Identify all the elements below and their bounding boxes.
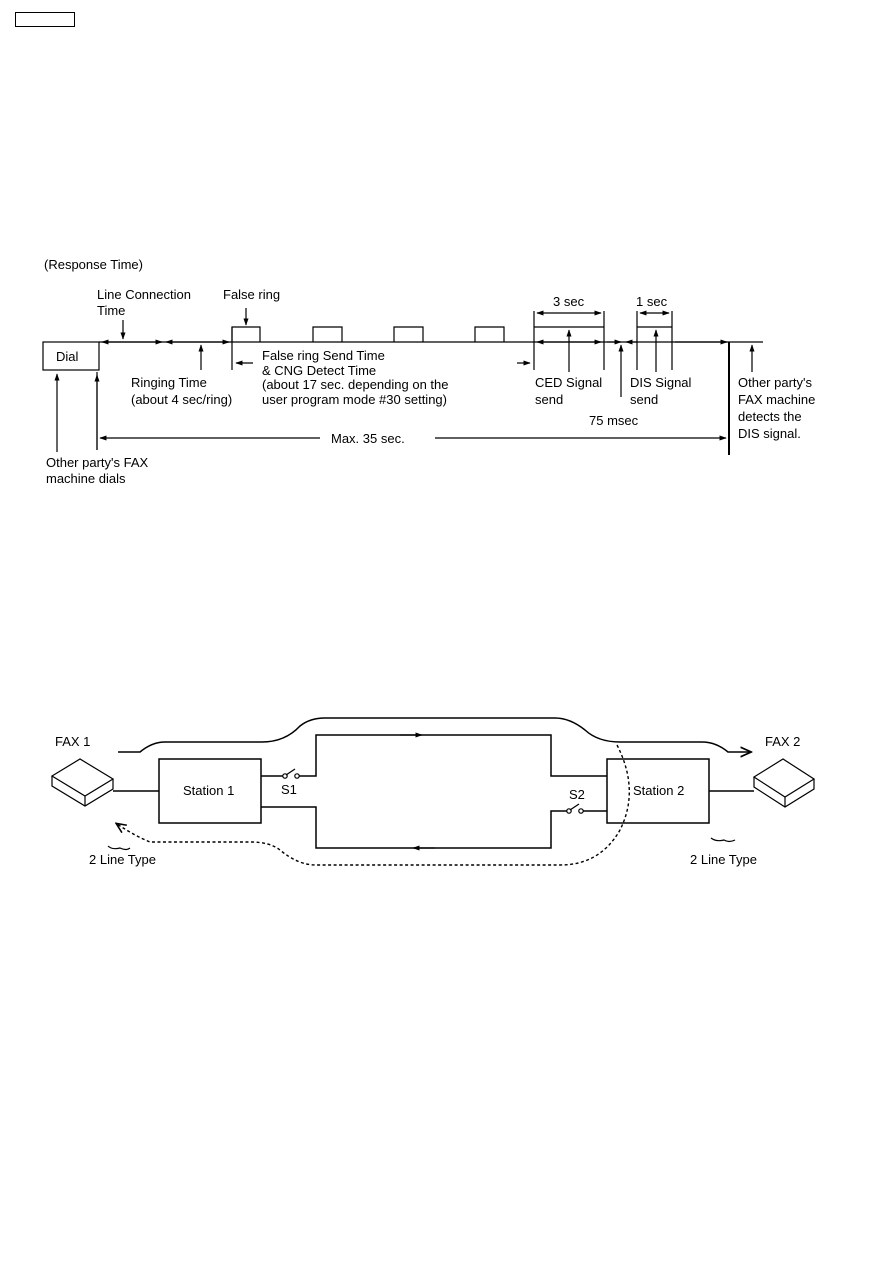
right-brace-icon (710, 837, 736, 843)
s1-switch-lever (285, 768, 296, 776)
false-ring-pulse-3 (393, 326, 424, 342)
switch2-label: S2 (569, 787, 585, 802)
ced-signal-label-2: send (535, 392, 563, 407)
detect-label-3: detects the (738, 409, 802, 424)
ringing-time-label-1: Ringing Time (131, 375, 207, 390)
gap-duration-label: 75 msec (589, 413, 639, 428)
false-ring-send-label-2: & CNG Detect Time (262, 363, 376, 378)
false-ring-send-label-3: (about 17 sec. depending on the (262, 377, 448, 392)
dis-duration-label: 1 sec (636, 294, 668, 309)
ced-signal-label-1: CED Signal (535, 375, 602, 390)
fax2-label: FAX 2 (765, 734, 800, 749)
line-connection-label-2: Time (97, 303, 125, 318)
false-ring-pulse-1 (231, 326, 261, 342)
s2-contact-b (578, 808, 584, 814)
switch1-label: S1 (281, 782, 297, 797)
s1-contact-a (282, 773, 288, 779)
detect-label-4: DIS signal. (738, 426, 801, 441)
detect-label-2: FAX machine (738, 392, 815, 407)
fax2-device-icon (752, 758, 816, 808)
dis-signal-label-1: DIS Signal (630, 375, 692, 390)
left-brace-icon (107, 845, 131, 851)
signal-flow-return (117, 744, 630, 866)
dial-label: Dial (56, 349, 79, 364)
dials-label-2: machine dials (46, 471, 126, 486)
false-ring-label: False ring (223, 287, 280, 302)
ced-duration-label: 3 sec (553, 294, 585, 309)
line-type-left-label: 2 Line Type (89, 852, 156, 867)
response-time-diagram: (Response Time) Dial Line Connection Tim… (42, 257, 815, 486)
page-label-box (15, 12, 75, 27)
s2-switch-lever (569, 803, 580, 811)
line-connection-label-1: Line Connection (97, 287, 191, 302)
top-trunk-line (299, 734, 607, 777)
line-type-right-label: 2 Line Type (690, 852, 757, 867)
false-ring-send-label-4: user program mode #30 setting) (262, 392, 447, 407)
response-time-title: (Response Time) (44, 257, 143, 272)
max-time-label: Max. 35 sec. (331, 431, 405, 446)
station2-label: Station 2 (633, 783, 684, 798)
fax1-label: FAX 1 (55, 734, 90, 749)
false-ring-send-label-1: False ring Send Time (262, 348, 385, 363)
signal-flow-forward (118, 717, 750, 752)
s1-contact-b (294, 773, 300, 779)
detect-label-1: Other party's (738, 375, 813, 390)
fax1-device-icon (50, 758, 115, 807)
ringing-time-label-2: (about 4 sec/ring) (131, 392, 232, 407)
dials-label-1: Other party's FAX (46, 455, 149, 470)
false-ring-pulse-2 (312, 326, 343, 342)
dial-box (42, 341, 100, 371)
station1-label: Station 1 (183, 783, 234, 798)
false-ring-pulse-4 (474, 326, 505, 342)
fax-line-diagram: FAX 1 FAX 2 Station 1 Station 2 S1 (50, 717, 816, 867)
s2-contact-a (566, 808, 572, 814)
bottom-trunk-line (261, 806, 567, 849)
dis-signal-label-2: send (630, 392, 658, 407)
